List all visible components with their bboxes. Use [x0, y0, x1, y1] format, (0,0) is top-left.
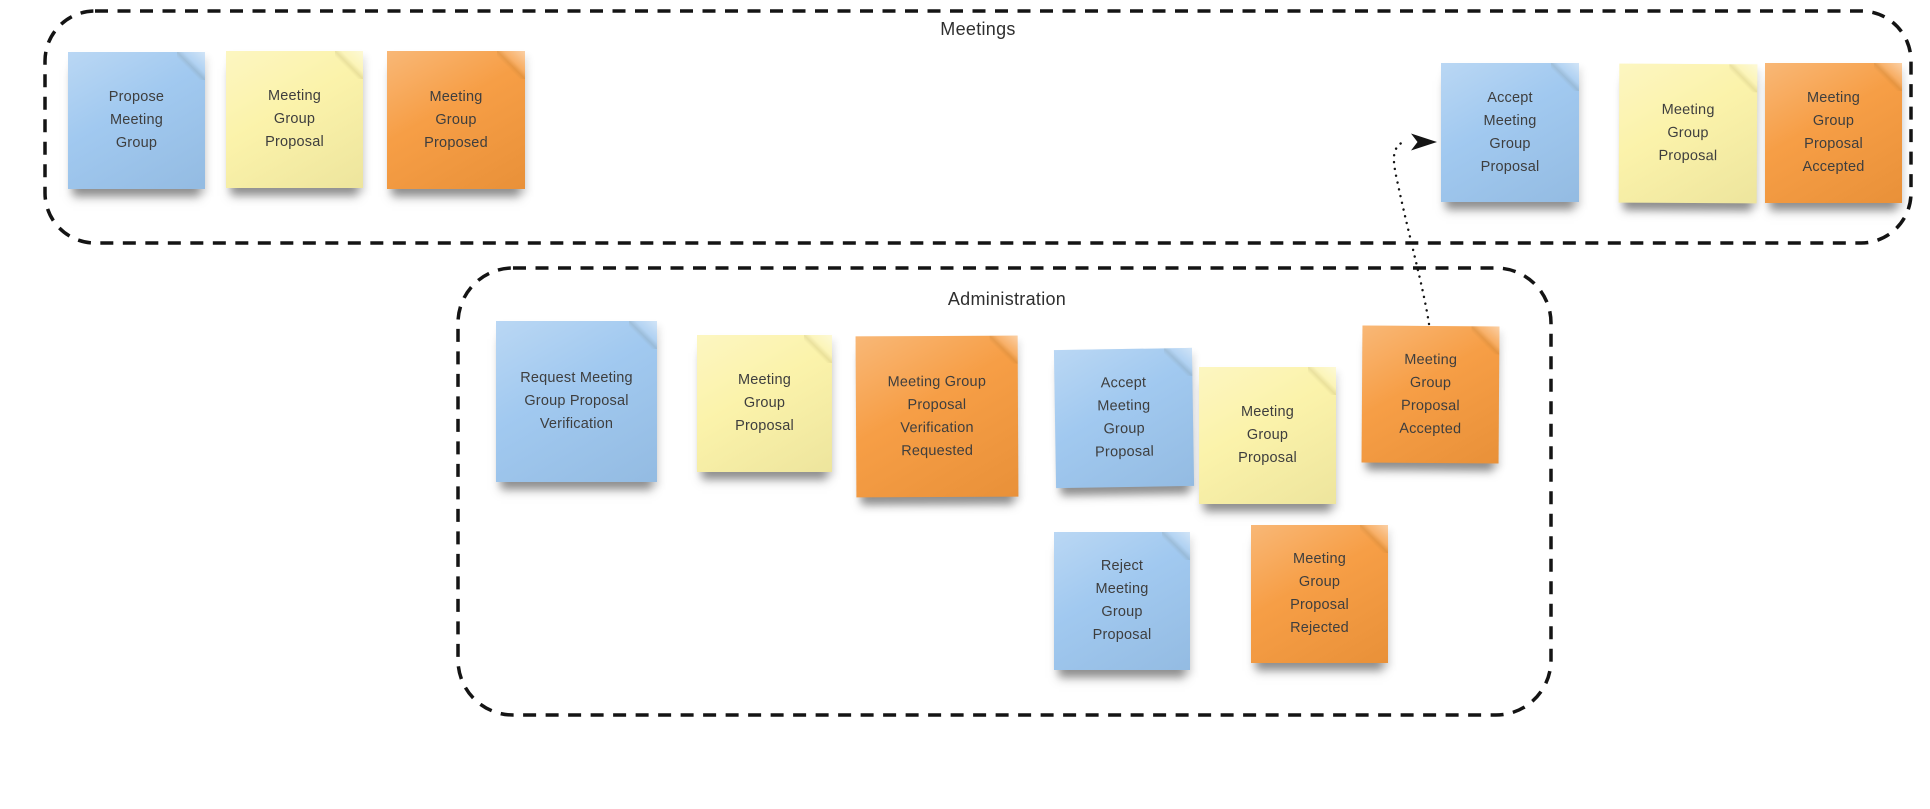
sticky-note-label: Meeting Group Proposal — [265, 88, 324, 150]
sticky-note-meeting-group-proposal-rejected[interactable]: Meeting Group Proposal Rejected — [1251, 525, 1388, 663]
sticky-note-meeting-group-proposal[interactable]: Meeting Group Proposal — [697, 335, 832, 472]
sticky-note-meeting-group-proposal[interactable]: Meeting Group Proposal — [1199, 367, 1336, 504]
meetings-container-border[interactable] — [43, 9, 1913, 245]
sticky-note-accept-meeting-group-proposal[interactable]: Accept Meeting Group Proposal — [1441, 63, 1579, 202]
sticky-note-meeting-group-proposal[interactable]: Meeting Group Proposal — [226, 51, 363, 188]
sticky-note-label: Meeting Group Proposed — [424, 88, 488, 151]
sticky-note-label: Accept Meeting Group Proposal — [1094, 374, 1155, 461]
sticky-note-label: Meeting Group Proposal — [735, 372, 794, 434]
sticky-note-meeting-group-proposal-accepted[interactable]: Meeting Group Proposal Accepted — [1765, 63, 1902, 203]
sticky-note-label: Meeting Group Proposal Verification Requ… — [887, 373, 987, 459]
sticky-note-label: Propose Meeting Group — [108, 89, 165, 151]
sticky-note-propose-meeting-group[interactable]: Propose Meeting Group — [68, 52, 205, 189]
sticky-note-accept-meeting-group-proposal[interactable]: Accept Meeting Group Proposal — [1053, 347, 1195, 489]
sticky-note-meeting-group-proposal-verification-requested[interactable]: Meeting Group Proposal Verification Requ… — [855, 335, 1019, 498]
arrow-connector[interactable] — [1392, 139, 1431, 326]
sticky-note-label: Meeting Group Proposal Accepted — [1399, 351, 1462, 437]
arrowhead-icon — [1411, 133, 1437, 151]
administration-container-border[interactable] — [456, 266, 1553, 717]
sticky-note-label: Meeting Group Proposal Accepted — [1802, 90, 1865, 175]
sticky-note-label: Meeting Group Proposal — [1658, 101, 1718, 165]
sticky-note-reject-meeting-group-proposal[interactable]: Reject Meeting Group Proposal — [1054, 532, 1190, 670]
sticky-note-request-meeting-group-proposal-verification[interactable]: Request Meeting Group Proposal Verificat… — [496, 321, 657, 482]
sticky-note-label: Meeting Group Proposal Rejected — [1290, 551, 1349, 636]
sticky-note-label: Accept Meeting Group Proposal — [1480, 89, 1540, 175]
meetings-title: Meetings — [940, 19, 1016, 39]
sticky-note-label: Meeting Group Proposal — [1238, 404, 1297, 466]
sticky-note-meeting-group-proposal-accepted[interactable]: Meeting Group Proposal Accepted — [1361, 325, 1500, 464]
sticky-note-meeting-group-proposed[interactable]: Meeting Group Proposed — [387, 51, 525, 189]
sticky-note-label: Request Meeting Group Proposal Verificat… — [520, 370, 633, 432]
administration-title: Administration — [947, 289, 1067, 309]
sticky-note-meeting-group-proposal[interactable]: Meeting Group Proposal — [1618, 63, 1758, 204]
sticky-note-label: Reject Meeting Group Proposal — [1092, 558, 1152, 643]
